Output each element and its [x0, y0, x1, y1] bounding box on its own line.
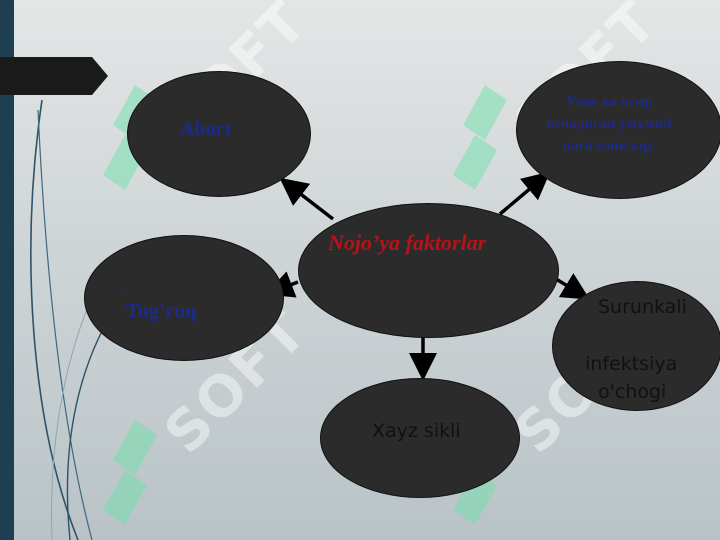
- node-infection-line: infektsiya: [585, 353, 678, 375]
- arrow-to-abort: [279, 177, 335, 221]
- node-chronic-disease-line: Узок ва огир: [565, 94, 653, 110]
- node-birth-mark: ‘: [121, 285, 125, 299]
- soft-logo-icon: [103, 420, 157, 525]
- node-center: [298, 203, 559, 338]
- node-cycle-label: Xayz sikli: [372, 420, 461, 442]
- node-infection-line: o'chogi: [598, 381, 667, 403]
- node-abort-label: Abort: [180, 118, 232, 140]
- node-birth-label: Tug’ruq: [126, 300, 197, 322]
- soft-logo-icon: [453, 85, 507, 190]
- title-tab-shape: [0, 57, 108, 95]
- node-chronic-disease: [516, 61, 720, 199]
- node-infection-line: Surunkali: [598, 296, 687, 318]
- arrow-to-chronic-disease: [498, 171, 551, 216]
- node-center-label: Nojo’ya faktorlar: [328, 230, 487, 255]
- node-birth: [84, 235, 284, 361]
- arrow-to-infection: [555, 273, 590, 300]
- node-chronic-disease-line: кечадиган умумий: [546, 116, 672, 132]
- left-accent-bar: [0, 0, 14, 540]
- node-abort: [127, 71, 311, 197]
- node-chronic-disease-line: касалликлар.: [562, 138, 656, 154]
- node-cycle: [320, 378, 520, 498]
- node-infection: [552, 281, 720, 411]
- node-chronic-disease-label: Узок ва огир кечадиган умумий касалликла…: [518, 91, 700, 157]
